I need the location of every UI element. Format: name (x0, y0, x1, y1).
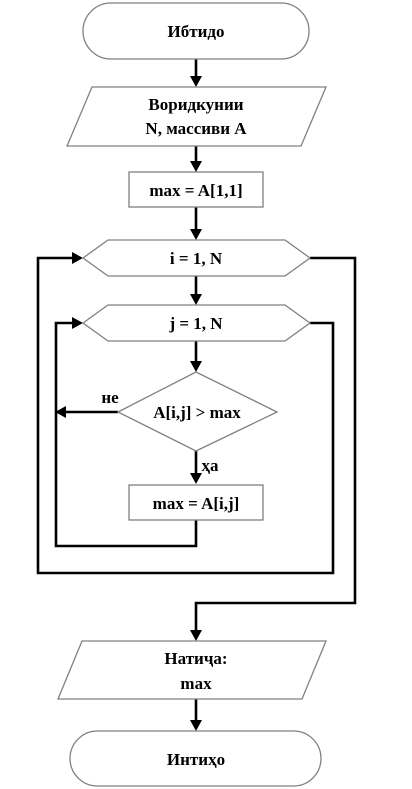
assign-label: max = A[i,j] (153, 494, 240, 513)
start-label: Ибтидо (168, 22, 225, 41)
arrowhead-icon (190, 720, 202, 731)
end-terminal: Интиҳо (69, 730, 322, 787)
output-label-line1: Натиҷа: (164, 649, 227, 668)
arrowhead-icon (190, 361, 202, 372)
arrowhead-icon (72, 252, 83, 264)
input-label-line1: Воридкунии (148, 95, 243, 114)
output-label-line2: max (180, 674, 212, 693)
connectors (36, 59, 357, 731)
condition-label: A[i,j] > max (153, 403, 241, 422)
loop-j-hexagon: j = 1, N (81, 304, 312, 342)
arrowhead-icon (190, 473, 202, 484)
arrowhead-icon (55, 406, 66, 418)
arrowhead-icon (190, 630, 202, 641)
inner-loop-exit (310, 321, 335, 548)
arrowhead-icon (190, 229, 202, 240)
input-label-line2: N, массиви A (145, 119, 247, 138)
condition-diamond: A[i,j] > max (116, 371, 279, 452)
yes-branch-label: ҳа (202, 456, 220, 475)
loop-i-label: i = 1, N (170, 249, 223, 268)
arrowhead-icon (190, 294, 202, 305)
input-block: Воридкунии N, массиви A (66, 86, 327, 147)
arrowhead-icon (72, 317, 83, 329)
no-branch-label: не (101, 388, 119, 407)
init-label: max = A[1,1] (149, 181, 242, 200)
init-process: max = A[1,1] (128, 171, 264, 208)
assign-process: max = A[i,j] (128, 484, 264, 521)
loop-j-label: j = 1, N (168, 314, 223, 333)
start-terminal: Ибтидо (82, 2, 310, 60)
output-block: Натиҷа: max (57, 640, 327, 700)
outer-loop-return (36, 256, 335, 575)
loop-i-hexagon: i = 1, N (81, 239, 312, 277)
outer-loop-exit (194, 256, 357, 633)
end-label: Интиҳо (167, 750, 225, 769)
arrowhead-icon (190, 161, 202, 172)
arrowhead-icon (190, 76, 202, 87)
inner-loop-return (54, 321, 198, 548)
